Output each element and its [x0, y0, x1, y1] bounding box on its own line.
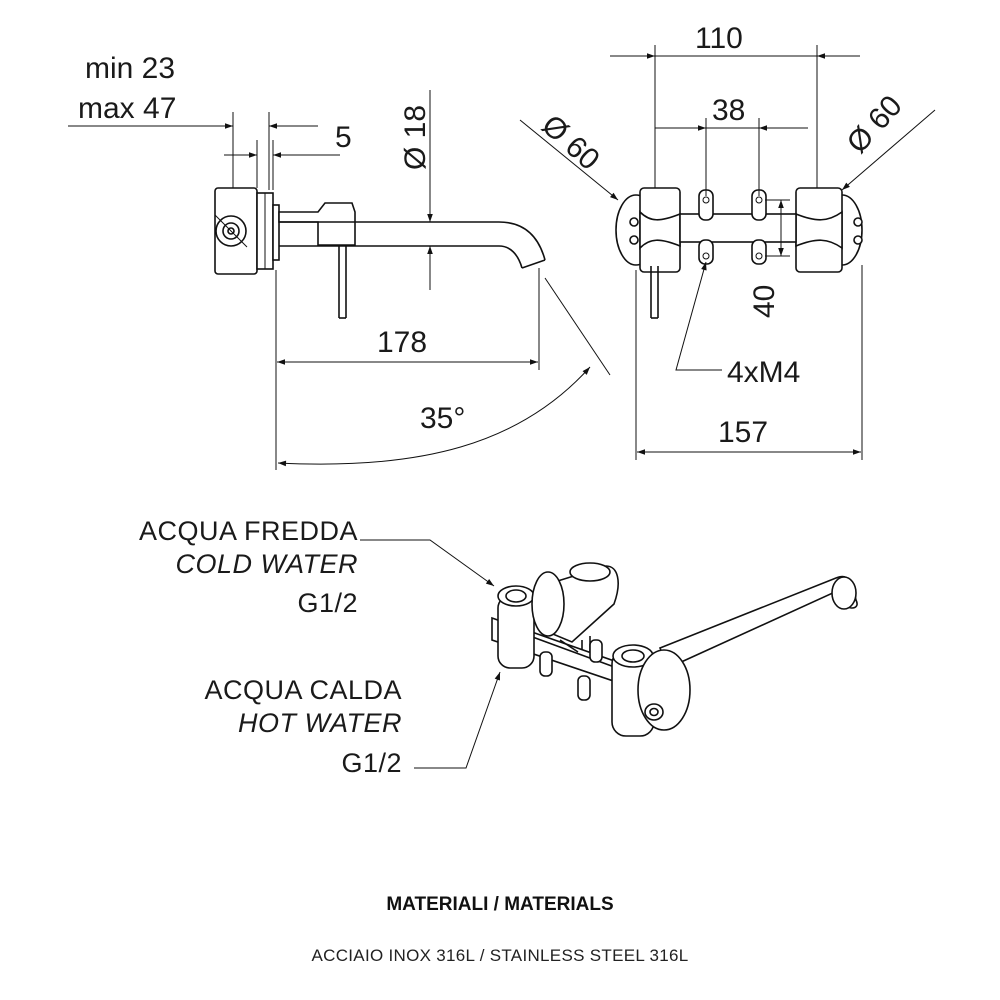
- dim-handle-diameter-left: Ø 60: [535, 109, 605, 177]
- dim-spout-length: 178: [377, 326, 427, 359]
- dim-spout-diameter: Ø 18: [399, 105, 432, 170]
- cold-water-label-it: ACQUA FREDDA: [139, 516, 358, 546]
- dim-overall-width: 157: [718, 416, 768, 449]
- cold-water-thread: G1/2: [297, 588, 358, 618]
- dim-hole-spacing: 38: [712, 94, 745, 127]
- dim-plate: 5: [335, 121, 352, 154]
- dim-max: max 47: [78, 92, 176, 125]
- dim-screws: 4xM4: [727, 356, 800, 389]
- dim-spout-angle: 35°: [420, 402, 465, 435]
- hot-water-thread: G1/2: [341, 748, 402, 778]
- hot-water-label-en: HOT WATER: [238, 708, 402, 738]
- dim-handle-diameter-right: Ø 60: [841, 89, 909, 159]
- front-view: 110 38 Ø 60 Ø 60 40 4xM4 157: [519, 22, 936, 460]
- dim-handle-spacing: 110: [695, 22, 743, 55]
- side-view: min 23 max 47 5 Ø 18 178 35°: [68, 52, 611, 470]
- isometric-view: ACQUA FREDDA COLD WATER G1/2 ACQUA CALDA…: [139, 516, 858, 778]
- materials-title: MATERIALI / MATERIALS: [386, 894, 614, 915]
- dim-min: min 23: [85, 52, 175, 85]
- dim-hole-height: 40: [748, 285, 781, 318]
- materials-text: ACCIAIO INOX 316L / STAINLESS STEEL 316L: [311, 946, 689, 965]
- cold-water-label-en: COLD WATER: [175, 549, 358, 579]
- hot-water-label-it: ACQUA CALDA: [204, 675, 402, 705]
